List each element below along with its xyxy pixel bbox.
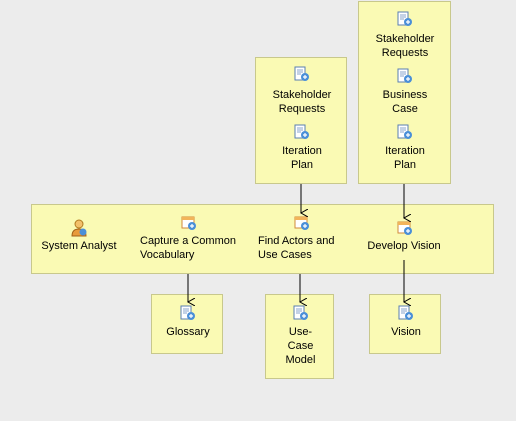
- task-capture-common-vocabulary[interactable]: Capture a Common Vocabulary: [140, 235, 236, 261]
- artifact-icon[interactable]: [396, 68, 414, 87]
- input-stakeholder-requests[interactable]: Stakeholder Requests: [375, 33, 435, 59]
- task-icon[interactable]: [180, 214, 198, 235]
- glossary-output-box: Glossary: [151, 294, 223, 354]
- input-business-case[interactable]: Business Case: [382, 89, 428, 115]
- activity-band: System Analyst Capture a Common Vocabula…: [31, 204, 494, 274]
- task-icon[interactable]: [293, 214, 311, 235]
- input-iteration-plan[interactable]: Iteration Plan: [282, 145, 322, 171]
- role-system-analyst[interactable]: System Analyst: [41, 240, 117, 252]
- output-use-case-model[interactable]: Use- Case Model: [285, 326, 316, 366]
- find-actors-inputs-box: Stakeholder Requests Iteration Plan: [255, 57, 347, 184]
- task-develop-vision[interactable]: Develop Vision: [367, 240, 441, 252]
- task-find-actors-and-use-cases[interactable]: Find Actors and Use Cases: [258, 235, 335, 261]
- artifact-icon[interactable]: [396, 124, 414, 143]
- use-case-model-output-box: Use- Case Model: [265, 294, 334, 379]
- output-glossary[interactable]: Glossary: [166, 326, 210, 338]
- output-vision[interactable]: Vision: [391, 326, 421, 338]
- develop-vision-inputs-box: Stakeholder Requests Business Case Itera…: [358, 1, 451, 184]
- role-person-icon[interactable]: [70, 219, 88, 240]
- artifact-icon[interactable]: [397, 305, 415, 324]
- input-stakeholder-requests[interactable]: Stakeholder Requests: [272, 89, 332, 115]
- artifact-icon[interactable]: [293, 66, 311, 85]
- artifact-icon[interactable]: [293, 124, 311, 143]
- artifact-icon[interactable]: [396, 11, 414, 30]
- task-icon[interactable]: [396, 219, 414, 240]
- artifact-icon[interactable]: [179, 305, 197, 324]
- vision-output-box: Vision: [369, 294, 441, 354]
- artifact-icon[interactable]: [292, 305, 310, 324]
- input-iteration-plan[interactable]: Iteration Plan: [385, 145, 425, 171]
